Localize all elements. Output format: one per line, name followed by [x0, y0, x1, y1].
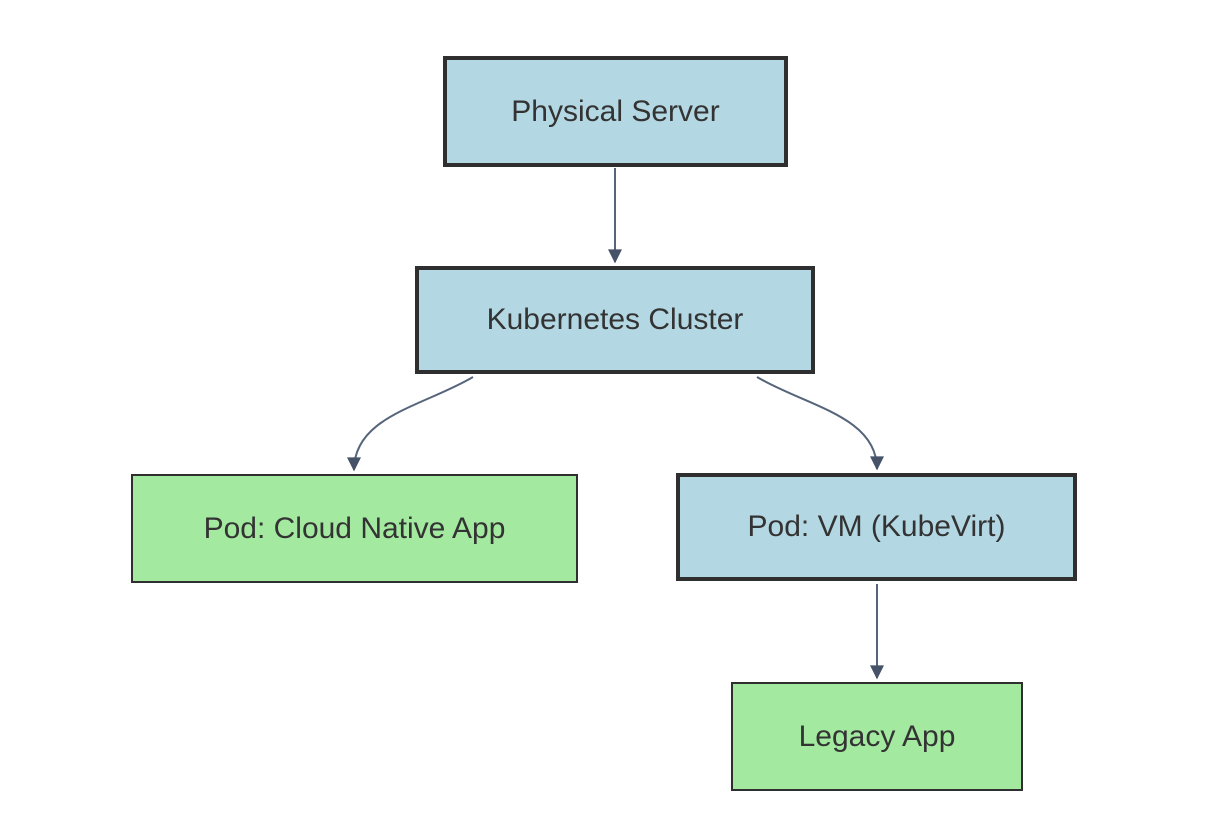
- node-pod-vm-kubevirt-label: Pod: VM (KubeVirt): [747, 510, 1006, 543]
- node-legacy-app: Legacy App: [731, 682, 1023, 791]
- node-pod-cloud-native-app: Pod: Cloud Native App: [131, 474, 578, 583]
- node-physical-server: Physical Server: [443, 56, 788, 167]
- edge-kubernetes-cluster-to-pod-cloud-native-app: [347, 376, 474, 472]
- node-physical-server-label: Physical Server: [511, 94, 720, 128]
- edge-kubernetes-cluster-to-pod-vm-kubevirt: [756, 376, 884, 471]
- node-pod-cloud-native-app-label: Pod: Cloud Native App: [203, 511, 506, 545]
- node-kubernetes-cluster: Kubernetes Cluster: [415, 266, 815, 374]
- node-legacy-app-label: Legacy App: [798, 719, 956, 753]
- node-pod-vm-kubevirt: Pod: VM (KubeVirt): [676, 473, 1077, 581]
- node-kubernetes-cluster-label: Kubernetes Cluster: [486, 303, 744, 336]
